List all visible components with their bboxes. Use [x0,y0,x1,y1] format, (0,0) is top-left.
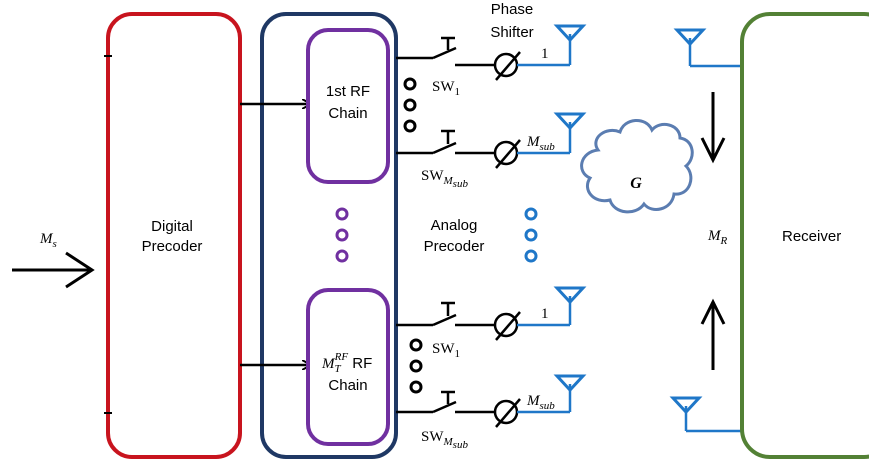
switch-ellipsis-bottom [409,338,423,394]
rf-chain-last-label-line1: MTRF RF [321,351,372,375]
branch-top-1-switch-label: SW1 [432,79,460,98]
analog-precoder-label-line2: Precoder [424,238,485,255]
phase-shifter-label-line2: Shifter [490,24,533,41]
receive-arrow-up [700,298,726,370]
branch-top-2 [396,112,587,169]
phase-shifter-icon [493,399,519,425]
ms-label: Ms [39,231,57,250]
phase-shifter-icon [493,140,519,166]
rf-chain-first-block [306,28,390,184]
phase-shifter-icon [493,312,519,338]
receiver-label: Receiver [782,228,841,245]
antenna-icon [553,374,587,393]
mr-label: MR [707,228,728,247]
rf-chain-last-block [306,288,390,446]
analog-precoder-label-line1: Analog [431,217,478,234]
branch-bottom-1 [396,286,587,341]
phase-shifter-label-line1: Phase [491,1,534,18]
rf-chain-ellipsis [335,207,349,263]
rf-chain-last-label-line2: Chain [328,377,367,394]
branch-bottom-1-switch-label: SW1 [432,341,460,360]
branch-bottom-2 [396,374,587,428]
antenna-icon [553,24,587,43]
antenna-icon [669,396,703,415]
receive-arrow-down [700,92,726,164]
analog-precoder-block [260,12,398,459]
channel-cloud-icon [580,119,694,214]
receive-antenna-top [673,28,742,68]
branch-bottom-2-switch-label: SWMsub [421,429,468,451]
branch-bottom-2-index: Msub [526,393,555,412]
antenna-icon [553,286,587,305]
digital-precoder-label-line2: Precoder [142,238,203,255]
receive-antenna-bottom [669,396,742,433]
antenna-ellipsis [524,207,538,263]
channel-label: G [630,175,642,192]
branch-top-2-switch-label: SWMsub [421,168,468,190]
branch-top-2-index: Msub [526,134,555,153]
digital-precoder-label-line1: Digital [151,218,193,235]
branch-top-1-index: 1 [541,46,549,62]
rf-chain-first-label-line2: Chain [328,105,367,122]
rf-chain-first-label-line1: 1st RF [326,83,370,100]
receiver-block [740,12,869,459]
branch-bottom-1-index: 1 [541,306,549,322]
phase-shifter-icon [493,52,519,78]
antenna-icon [673,28,707,47]
digital-precoder-block [106,12,242,459]
antenna-icon [553,112,587,131]
branch-top-1 [396,24,587,81]
input-arrow [12,251,95,289]
switch-ellipsis-top [403,77,417,133]
